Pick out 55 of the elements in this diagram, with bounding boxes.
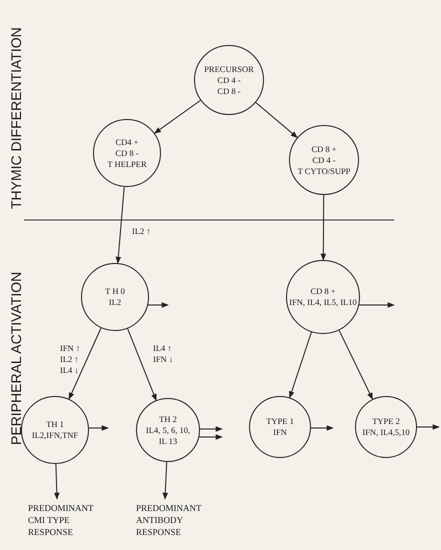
cell-circle — [194, 45, 264, 115]
cell-name: TYPE 1 — [266, 416, 294, 427]
arrow — [320, 194, 326, 261]
section-label: PERIPHERAL ACTIVATION — [8, 270, 24, 447]
cell-circle — [355, 396, 417, 458]
section-label: THYMIC DIFFERENTIATION — [8, 26, 24, 211]
arrow — [200, 426, 223, 432]
cytokine-text: IL2,IFN,TNF — [32, 430, 78, 441]
cell-circle — [249, 396, 311, 458]
arrow — [338, 330, 373, 400]
cell-circle — [286, 260, 360, 334]
arrow — [416, 424, 440, 430]
arrow — [154, 100, 201, 134]
cell-circle — [136, 398, 200, 462]
arrow — [148, 302, 169, 308]
cell-circle — [81, 263, 149, 331]
cell-circle — [93, 119, 161, 187]
cytokine-text: IFN, IL4, IL5, IL10 — [289, 297, 357, 308]
cell-circle — [21, 396, 89, 464]
arrow — [88, 425, 109, 431]
edge-label: IL4 ↑ IFN ↓ — [153, 343, 174, 365]
cell-name: TH 2 — [159, 414, 177, 424]
cytokine-text: IL 13 — [158, 436, 178, 446]
response-text: PREDOMINANT CMI TYPE RESPONSE — [28, 502, 94, 538]
cell-name: T H 0 — [105, 286, 125, 297]
cytokine-text: IFN — [273, 427, 287, 438]
cell-name: CD 8 + — [310, 286, 336, 297]
cell-name: PRECURSOR — [204, 64, 254, 74]
edge-label: IL2 ↑ — [132, 226, 152, 237]
edge-label: IFN ↑ IL2 ↑ IL4 ↓ — [60, 343, 82, 376]
cell-circle — [289, 125, 359, 195]
response-text: PREDOMINANT ANTIBODY RESPONSE — [136, 502, 202, 538]
cytokine-text: CD 4 - — [217, 74, 241, 86]
arrow — [116, 186, 125, 264]
arrow — [289, 332, 312, 398]
cytokine-text: IL2 — [108, 297, 122, 308]
cytokine-text: CD 8 - — [115, 148, 139, 158]
cell-name: CD4 + — [116, 136, 138, 148]
cell-name: CD 8 + — [311, 144, 337, 154]
cytokine-text: IFN, IL4,5,10 — [362, 427, 410, 438]
arrow — [310, 425, 334, 431]
cell-name: TYPE 2 — [372, 416, 400, 427]
arrow — [68, 328, 102, 400]
arrow — [358, 302, 395, 308]
cytokine-text: CD 4 - — [312, 154, 336, 166]
arrow — [127, 328, 157, 401]
cytokine-text: CD 8 - — [217, 86, 241, 96]
cytokine-text: IL4, 5, 6, 10, — [146, 424, 190, 436]
cytokine-text: T HELPER — [107, 158, 147, 170]
cytokine-text: T CYTO/SUPP — [298, 166, 350, 176]
arrow — [162, 462, 168, 500]
cell-name: TH 1 — [46, 419, 64, 430]
arrow — [198, 434, 223, 440]
arrow — [255, 102, 298, 138]
arrow — [54, 464, 60, 500]
